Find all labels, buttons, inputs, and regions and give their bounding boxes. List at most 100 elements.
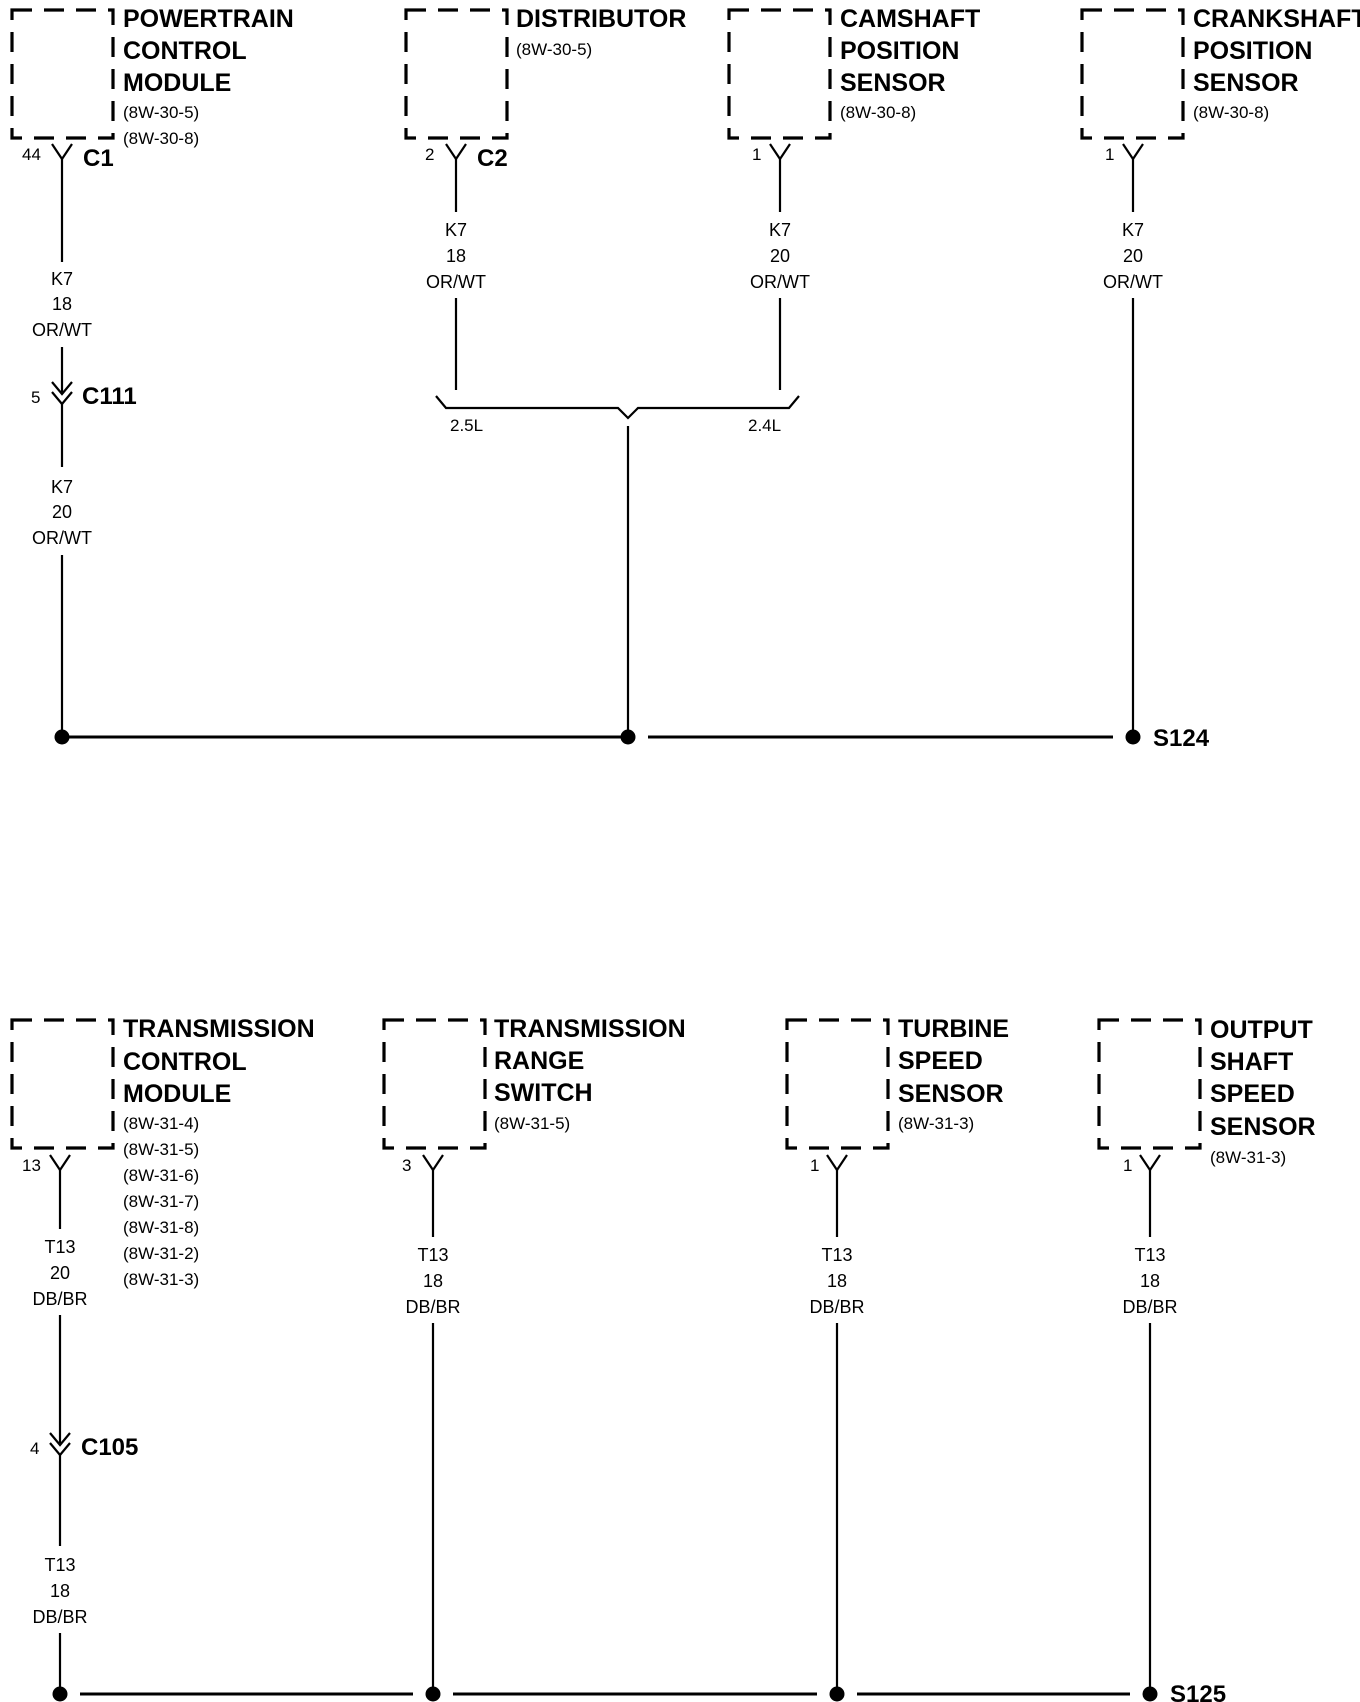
wire-color: DB/BR [809,1297,864,1317]
component-name-line: SWITCH [494,1079,593,1107]
wire-color: DB/BR [32,1289,87,1309]
wire-label: T13 18 DB/BR [809,1245,864,1317]
component-box [727,8,832,140]
component-ref: (8W-31-2) [123,1244,199,1263]
wire-gauge: 18 [52,294,72,314]
variant-label: 2.4L [748,416,781,435]
component-name-line: SPEED [898,1047,983,1075]
component-name-line: POSITION [840,37,959,65]
wire-color: DB/BR [405,1297,460,1317]
component-box [1080,8,1185,140]
component-name-line: SPEED [1210,1080,1295,1108]
wire-color: OR/WT [426,272,486,292]
connector-symbol [1122,143,1144,161]
component-box [404,8,509,140]
splice-node [1142,1686,1158,1702]
component-ref: (8W-31-6) [123,1166,199,1185]
inline-connector-c105: 4 C105 [30,1432,138,1461]
pin-number: 1 [1105,145,1114,164]
wire-label: T13 18 DB/BR [32,1555,87,1627]
connector-pin-turbine: 1 [810,1154,848,1175]
component-ref: (8W-30-8) [123,129,199,148]
component-ref: (8W-31-7) [123,1192,199,1211]
wire-color: OR/WT [750,272,810,292]
component-ref: (8W-30-8) [840,103,916,122]
pin-number: 1 [1123,1156,1132,1175]
wire-gauge: 20 [1123,246,1143,266]
diagram-bottom-t13: TRANSMISSION CONTROL MODULE (8W-31-4) (8… [10,1015,1316,1702]
connector-pin-crankshaft: 1 [1105,143,1144,164]
wire-label: K7 18 OR/WT [32,269,92,340]
wire-color: DB/BR [1122,1297,1177,1317]
wire-label: T13 18 DB/BR [1122,1245,1177,1317]
wire-circuit: T13 [1134,1245,1165,1265]
component-name-line: CONTROL [123,37,247,65]
component-transmission-range-switch: TRANSMISSION RANGE SWITCH (8W-31-5) [382,1015,686,1150]
pin-number: 2 [425,145,434,164]
pin-number: 1 [752,145,761,164]
component-name-line: SENSOR [840,69,946,97]
connector-symbol [49,1154,71,1172]
wire-gauge: 18 [446,246,466,266]
wire-gauge: 20 [52,502,72,522]
splice-node [620,729,636,745]
wire-color: OR/WT [1103,272,1163,292]
wire-circuit: K7 [445,220,467,240]
component-name-line: TRANSMISSION [123,1015,315,1043]
wire-color: DB/BR [32,1607,87,1627]
component-ref: (8W-31-3) [1210,1148,1286,1167]
connector-pin-output-shaft: 1 [1123,1154,1161,1175]
connector-symbol [445,143,467,161]
component-ref: (8W-31-3) [123,1270,199,1289]
wire-gauge: 20 [50,1263,70,1283]
component-box [785,1018,890,1150]
wire-circuit: T13 [821,1245,852,1265]
component-name-line: RANGE [494,1047,584,1075]
wire-circuit: T13 [44,1555,75,1575]
connector-pin-camshaft: 1 [752,143,791,164]
wire-circuit: K7 [51,269,73,289]
connector-symbol [51,381,73,396]
wire-label: T13 20 DB/BR [32,1237,87,1309]
component-name-line: MODULE [123,1080,231,1108]
component-turbine-speed-sensor: TURBINE SPEED SENSOR (8W-31-3) [785,1015,1009,1150]
wire-circuit: K7 [1122,220,1144,240]
engine-variant-bracket: 2.5L 2.4L [435,395,800,735]
diagram-top-k7: POWERTRAIN CONTROL MODULE (8W-30-5) (8W-… [10,5,1360,752]
connector-pin-pcm: 44 C1 [22,143,114,172]
splice-node [54,729,70,745]
wire-gauge: 18 [50,1581,70,1601]
component-ref: (8W-31-5) [123,1140,199,1159]
variant-label: 2.5L [450,416,483,435]
component-ref: (8W-31-4) [123,1114,199,1133]
connector-symbol [826,1154,848,1172]
wire-gauge: 18 [423,1271,443,1291]
wire-label: K7 18 OR/WT [426,220,486,292]
component-name-line: TURBINE [898,1015,1009,1043]
component-name-line: CRANKSHAFT [1193,5,1360,33]
wire-color: OR/WT [32,528,92,548]
component-ref: (8W-30-5) [516,40,592,59]
component-name-line: CAMSHAFT [840,5,980,33]
component-ref: (8W-30-5) [123,103,199,122]
component-powertrain-control-module: POWERTRAIN CONTROL MODULE (8W-30-5) (8W-… [10,5,294,148]
wire-circuit: T13 [417,1245,448,1265]
wire-gauge: 18 [1140,1271,1160,1291]
component-name-line: CONTROL [123,1048,247,1076]
connector-pin-range-switch: 3 [402,1154,444,1175]
splice-label: S124 [1153,725,1210,752]
connector-symbol [51,143,73,161]
wire-label: T13 18 DB/BR [405,1245,460,1317]
splice-node [52,1686,68,1702]
bracket-line [435,395,800,420]
component-box [10,8,115,140]
component-name-line: SENSOR [1193,69,1299,97]
connector-symbol [49,1432,71,1447]
component-name-line: SHAFT [1210,1048,1293,1076]
pin-number: 44 [22,145,41,164]
splice-bus-s124: S124 [54,725,1210,752]
connector-label: C111 [82,383,137,410]
wire-color: OR/WT [32,320,92,340]
wire-gauge: 20 [770,246,790,266]
connector-label: C105 [81,1434,138,1461]
